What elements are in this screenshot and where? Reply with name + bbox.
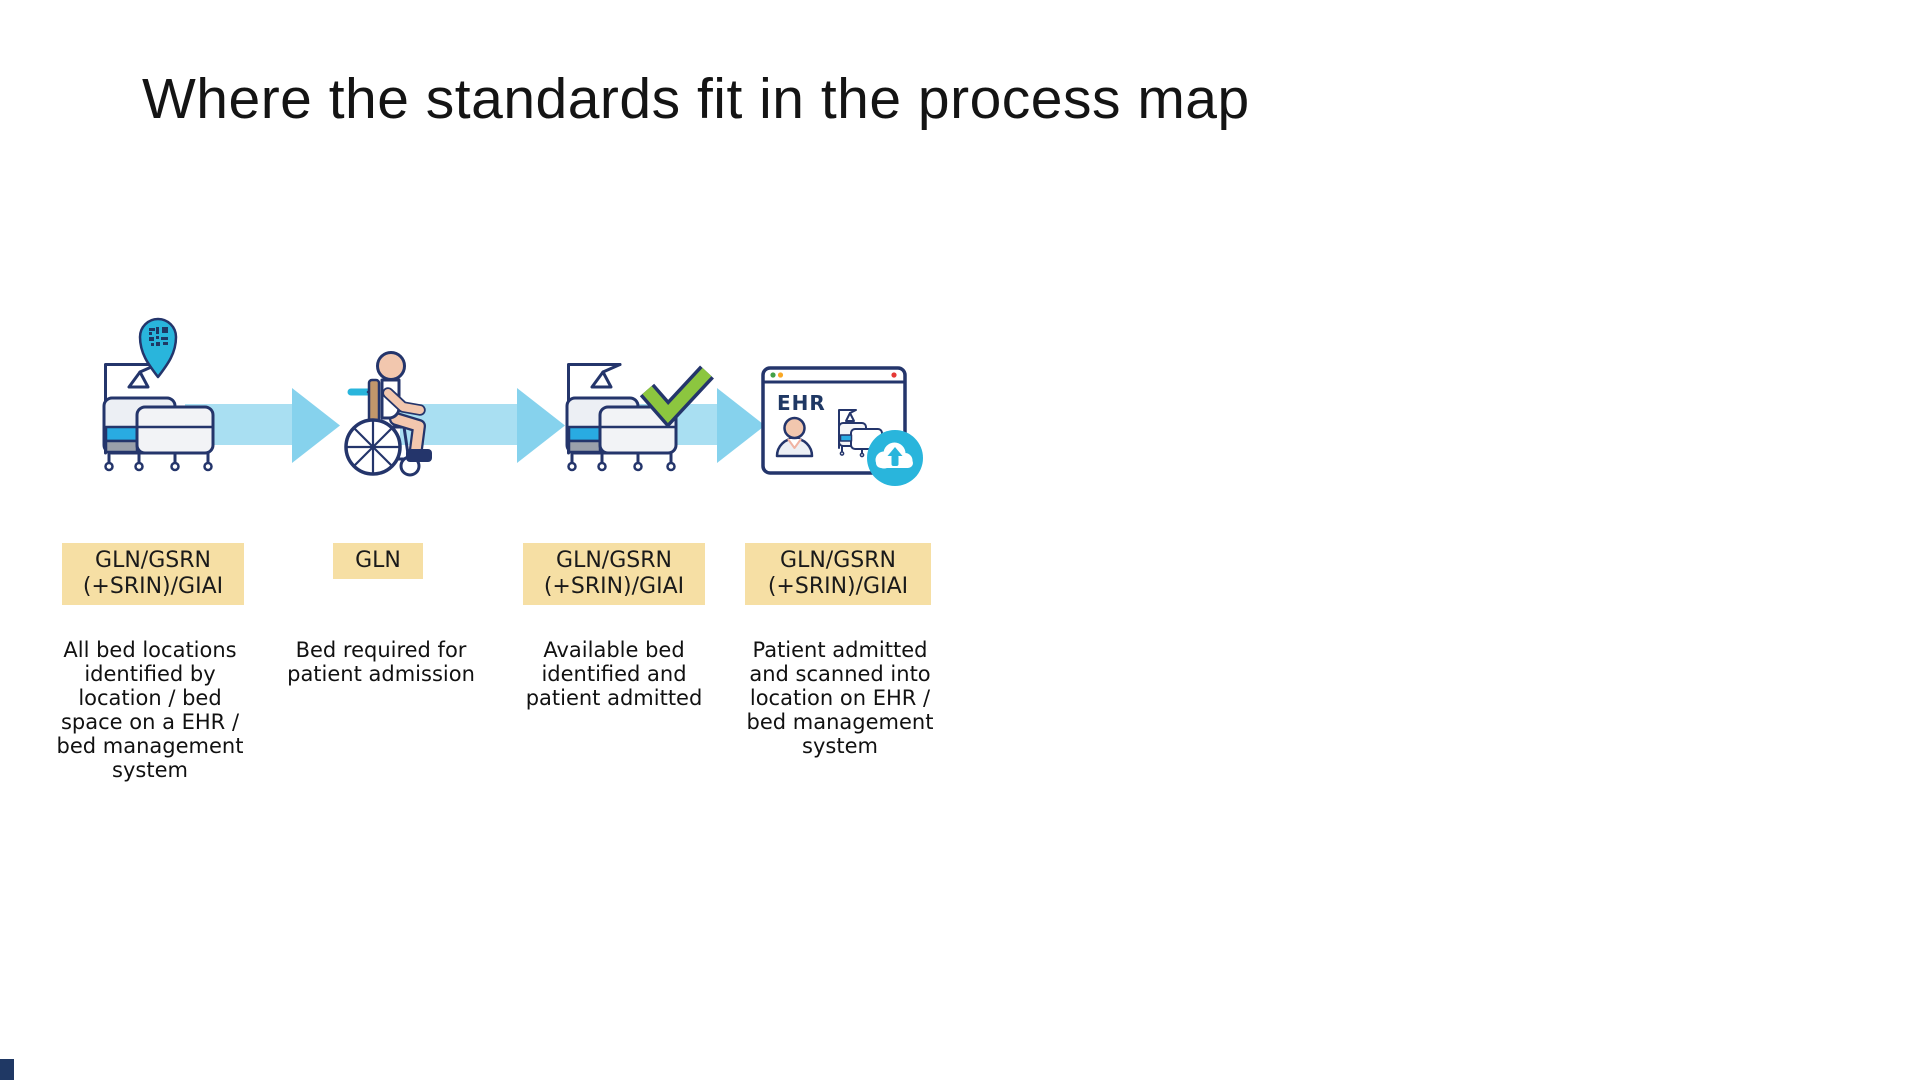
checkmark-icon <box>639 365 714 429</box>
mini-bed-icon <box>838 409 883 458</box>
step-4-description: Patient admitted and scanned into locati… <box>746 638 934 758</box>
step-1-standard-badge: GLN/GSRN (+SRIN)/GIAI <box>62 543 244 605</box>
step-2-standard-badge: GLN <box>333 543 423 579</box>
patient-figure <box>376 351 432 462</box>
step-2-description: Bed required for patient admission <box>287 638 475 686</box>
hospital-bed-with-location-pin-icon <box>102 317 215 472</box>
patient-head <box>376 351 406 381</box>
ehr-window-cloud-upload-icon <box>761 366 923 486</box>
avatar-icon <box>775 416 814 458</box>
qr-code-icon <box>149 327 168 346</box>
corner-decoration <box>0 1059 14 1080</box>
step-4-standard-badge: GLN/GSRN (+SRIN)/GIAI <box>745 543 931 605</box>
wheelchair-rear-wheel <box>344 418 402 476</box>
window-dot-green <box>770 372 776 378</box>
window-dot-red <box>891 372 897 378</box>
cloud-upload-icon <box>867 430 923 486</box>
patient-in-wheelchair-icon <box>344 351 432 477</box>
upload-arrow-icon <box>887 447 903 456</box>
window-dot-yellow <box>777 372 784 378</box>
page-title: Where the standards fit in the process m… <box>142 67 1250 131</box>
hospital-bed-with-checkmark-icon <box>565 363 714 472</box>
step-3-standard-badge: GLN/GSRN (+SRIN)/GIAI <box>523 543 705 605</box>
step-1-description: All bed locations identified by location… <box>56 638 244 782</box>
step-3-description: Available bed identified and patient adm… <box>525 638 703 710</box>
hospital-bed-icon <box>102 363 215 472</box>
shoe <box>406 449 432 462</box>
location-pin-icon <box>138 317 178 379</box>
ehr-window-title: EHR <box>777 391 826 415</box>
